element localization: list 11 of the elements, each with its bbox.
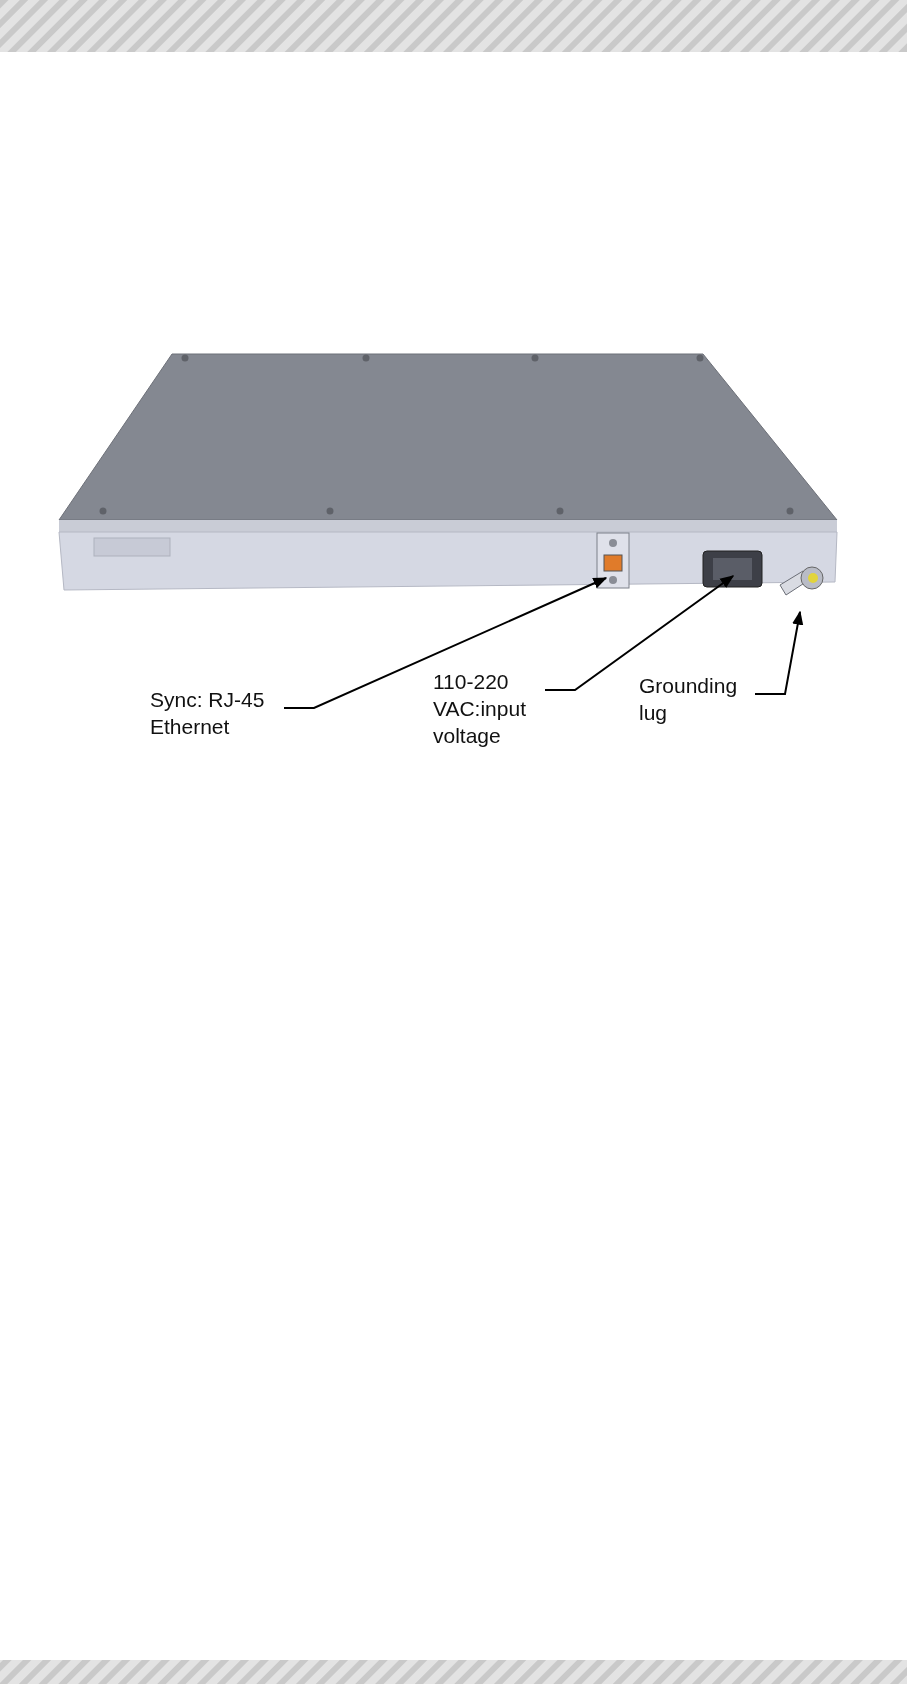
grounding-lug-drawing [779,566,824,596]
rj45-port-drawing [596,532,630,589]
hatched-band [0,0,907,52]
power-inlet-drawing [702,550,763,588]
leader-line [283,577,608,709]
callout-label: Grounding lug [639,672,751,726]
hatched-band [0,1660,907,1684]
callout-label: Sync: RJ-45 Ethernet [150,686,280,740]
leader-line [544,575,735,691]
leader-line [754,610,804,695]
callout-label: 110-220 VAC:input voltage [433,668,541,749]
